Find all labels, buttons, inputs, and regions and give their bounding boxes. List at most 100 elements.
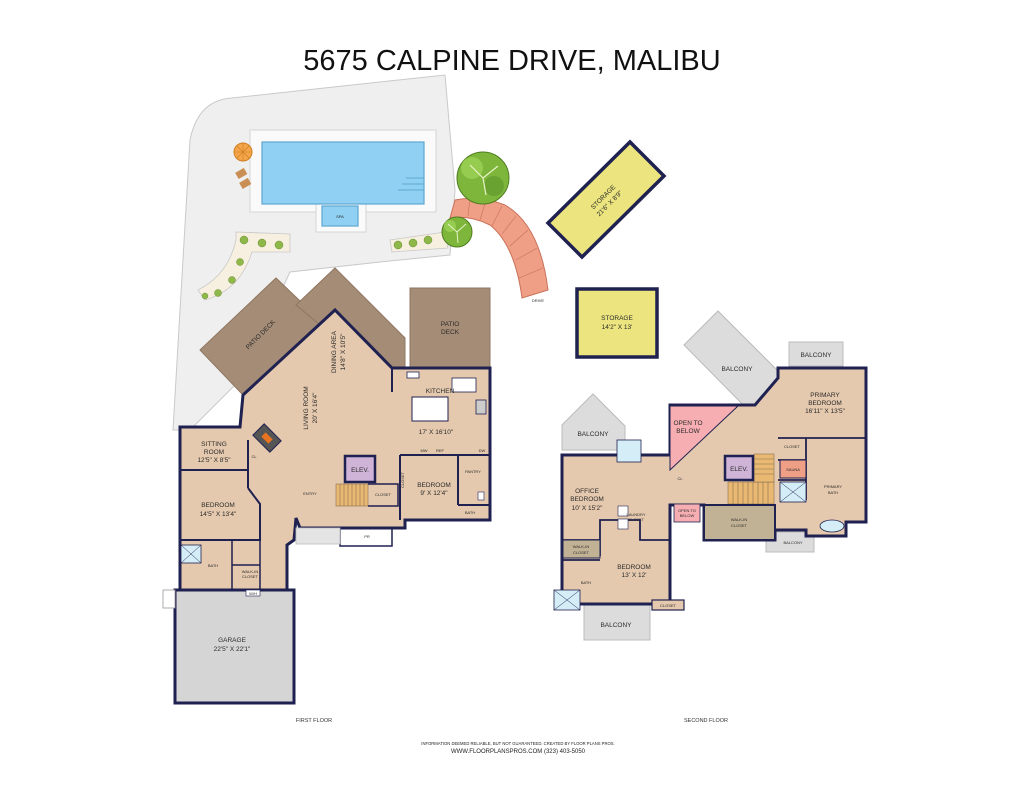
sauna bbox=[779, 459, 807, 479]
kitchen-counter bbox=[451, 377, 477, 393]
open-to-below bbox=[669, 405, 740, 472]
bathtub-icon bbox=[819, 519, 845, 533]
bedroom-closet bbox=[651, 599, 685, 611]
fireplace-fire bbox=[261, 432, 273, 444]
bedroom-second-size: 13' X 12' bbox=[622, 572, 647, 579]
primary-bath-a: PRIMARY bbox=[824, 484, 842, 489]
toilet-icon bbox=[477, 491, 485, 501]
water-heater-icon bbox=[245, 589, 261, 597]
balcony-5 bbox=[583, 603, 651, 641]
lounge-chair-icon bbox=[235, 167, 248, 179]
office-name-b: BEDROOM bbox=[570, 496, 604, 503]
brick-joints bbox=[467, 197, 544, 279]
storage-1 bbox=[545, 139, 667, 260]
elevator-first-label: ELEV. bbox=[351, 467, 369, 474]
second-floor-label: SECOND FLOOR bbox=[684, 718, 728, 724]
sink-icon bbox=[406, 371, 420, 379]
bedroom1-name: BEDROOM bbox=[201, 502, 235, 509]
patio-deck-right-label-b: DECK bbox=[441, 329, 460, 336]
bedroom2-size: 9' X 12'4" bbox=[420, 490, 448, 497]
closet-second-label: CLOSET bbox=[784, 444, 801, 449]
first-floor-footprint bbox=[178, 307, 492, 592]
laundry-washer bbox=[617, 505, 629, 517]
pool bbox=[261, 141, 425, 205]
balcony-1 bbox=[561, 393, 626, 451]
porch bbox=[295, 527, 341, 545]
kitchen-name: KITCHEN bbox=[426, 388, 455, 395]
lounge-chair-icon-2 bbox=[239, 177, 252, 189]
wh-label: W/H bbox=[249, 591, 257, 596]
balcony-4-label: BALCONY bbox=[783, 540, 802, 545]
laundry-closet-label: CLOSET bbox=[628, 517, 645, 522]
bath-walls bbox=[231, 540, 261, 590]
laundry-label: LAUNDRY bbox=[626, 512, 645, 517]
open-below-small-a: OPEN TO bbox=[678, 508, 696, 513]
garage-door-side bbox=[162, 589, 176, 609]
closet-small-label: CLOSET bbox=[660, 603, 677, 608]
open-to-below-small bbox=[673, 503, 701, 523]
bedroom1-walls bbox=[180, 487, 261, 541]
walk-in2-b: CLOSET bbox=[573, 550, 590, 555]
footer-disclaimer: INFORMATION DEEMED RELIABLE, BUT NOT GUA… bbox=[421, 741, 614, 746]
elevator-second-label: ELEV. bbox=[730, 466, 748, 473]
dining-label: DINING AREA 14'8" X 10'5" bbox=[331, 330, 347, 373]
walk-in2-a: WALK-IN bbox=[573, 544, 590, 549]
storage-2 bbox=[575, 287, 659, 359]
walk-in-b: CLOSET bbox=[242, 574, 259, 579]
footer-contact: WWW.FLOORPLANSPROS.COM (323) 403-5050 bbox=[451, 749, 586, 755]
kitchen-island bbox=[411, 396, 449, 422]
elevator-second bbox=[723, 454, 755, 482]
garage-size: 22'5" X 22'1" bbox=[214, 646, 251, 653]
page-title: 5675 CALPINE DRIVE, MALIBU bbox=[303, 45, 720, 77]
shrub-row-right bbox=[393, 235, 433, 250]
closet-label: CLOSET bbox=[375, 492, 392, 497]
sitting-room-size: 12'5" X 8'5" bbox=[197, 457, 231, 464]
stairs-first bbox=[335, 483, 369, 507]
closet-b-label: CLOSET bbox=[400, 471, 405, 488]
svg-text:CLOSET: CLOSET bbox=[400, 471, 405, 488]
walk-in-closet-2 bbox=[562, 539, 601, 559]
entry-label: ENTRY bbox=[303, 491, 317, 496]
storage-2-size: 14'2" X 13' bbox=[602, 324, 633, 331]
primary-bed-a: PRIMARY bbox=[810, 392, 840, 399]
kitchen-size: 17' X 16'10" bbox=[419, 429, 454, 436]
dw-label: DW bbox=[479, 448, 486, 453]
living-label: LIVING ROOM 20' X 16'4" bbox=[303, 386, 319, 429]
walk-in-a: WALK-IN bbox=[242, 569, 259, 574]
planter-left bbox=[197, 231, 291, 301]
walk-in-closet-second bbox=[703, 504, 776, 541]
bedroom2-name: BEDROOM bbox=[417, 482, 451, 489]
balcony-3-label: BALCONY bbox=[800, 352, 832, 359]
spa bbox=[321, 205, 359, 227]
pantry-label: PANTRY bbox=[465, 469, 481, 474]
umbrella-spokes bbox=[234, 143, 252, 161]
sitting-room-walls bbox=[180, 440, 249, 488]
drive-label: DRIVE bbox=[532, 298, 545, 303]
primary-bed-size: 16'11" X 13'5" bbox=[805, 408, 846, 415]
balcony-2-label: BALCONY bbox=[721, 366, 753, 373]
walk-in-second-a: WALK-IN bbox=[731, 517, 748, 522]
tree-icon bbox=[456, 151, 510, 205]
bath-small-label: BATH bbox=[465, 510, 475, 515]
pool-steps bbox=[398, 177, 424, 191]
sitting-room-name-a: SITTING bbox=[201, 441, 227, 448]
planter-right bbox=[389, 231, 449, 253]
garage bbox=[173, 588, 296, 705]
balcony-4 bbox=[765, 531, 815, 553]
stove-icon bbox=[475, 399, 487, 415]
office-name-a: OFFICE bbox=[575, 488, 599, 495]
storage-2-name: STORAGE bbox=[601, 315, 633, 322]
closet-walls bbox=[368, 483, 399, 507]
office-size: 10' X 15'2" bbox=[572, 505, 604, 512]
cl-second-label: CL bbox=[677, 476, 683, 481]
brick-path bbox=[449, 197, 549, 299]
spa-label: SPA bbox=[336, 214, 344, 219]
patio-deck-right bbox=[409, 287, 491, 369]
cl-label: CL bbox=[251, 454, 257, 459]
walk-in-second-b: CLOSET bbox=[731, 523, 748, 528]
primary-bed-b: BEDROOM bbox=[808, 400, 842, 407]
tree-icon-2 bbox=[441, 216, 473, 248]
kitchen-walls bbox=[391, 368, 490, 520]
first-floor-label: FIRST FLOOR bbox=[296, 718, 332, 724]
